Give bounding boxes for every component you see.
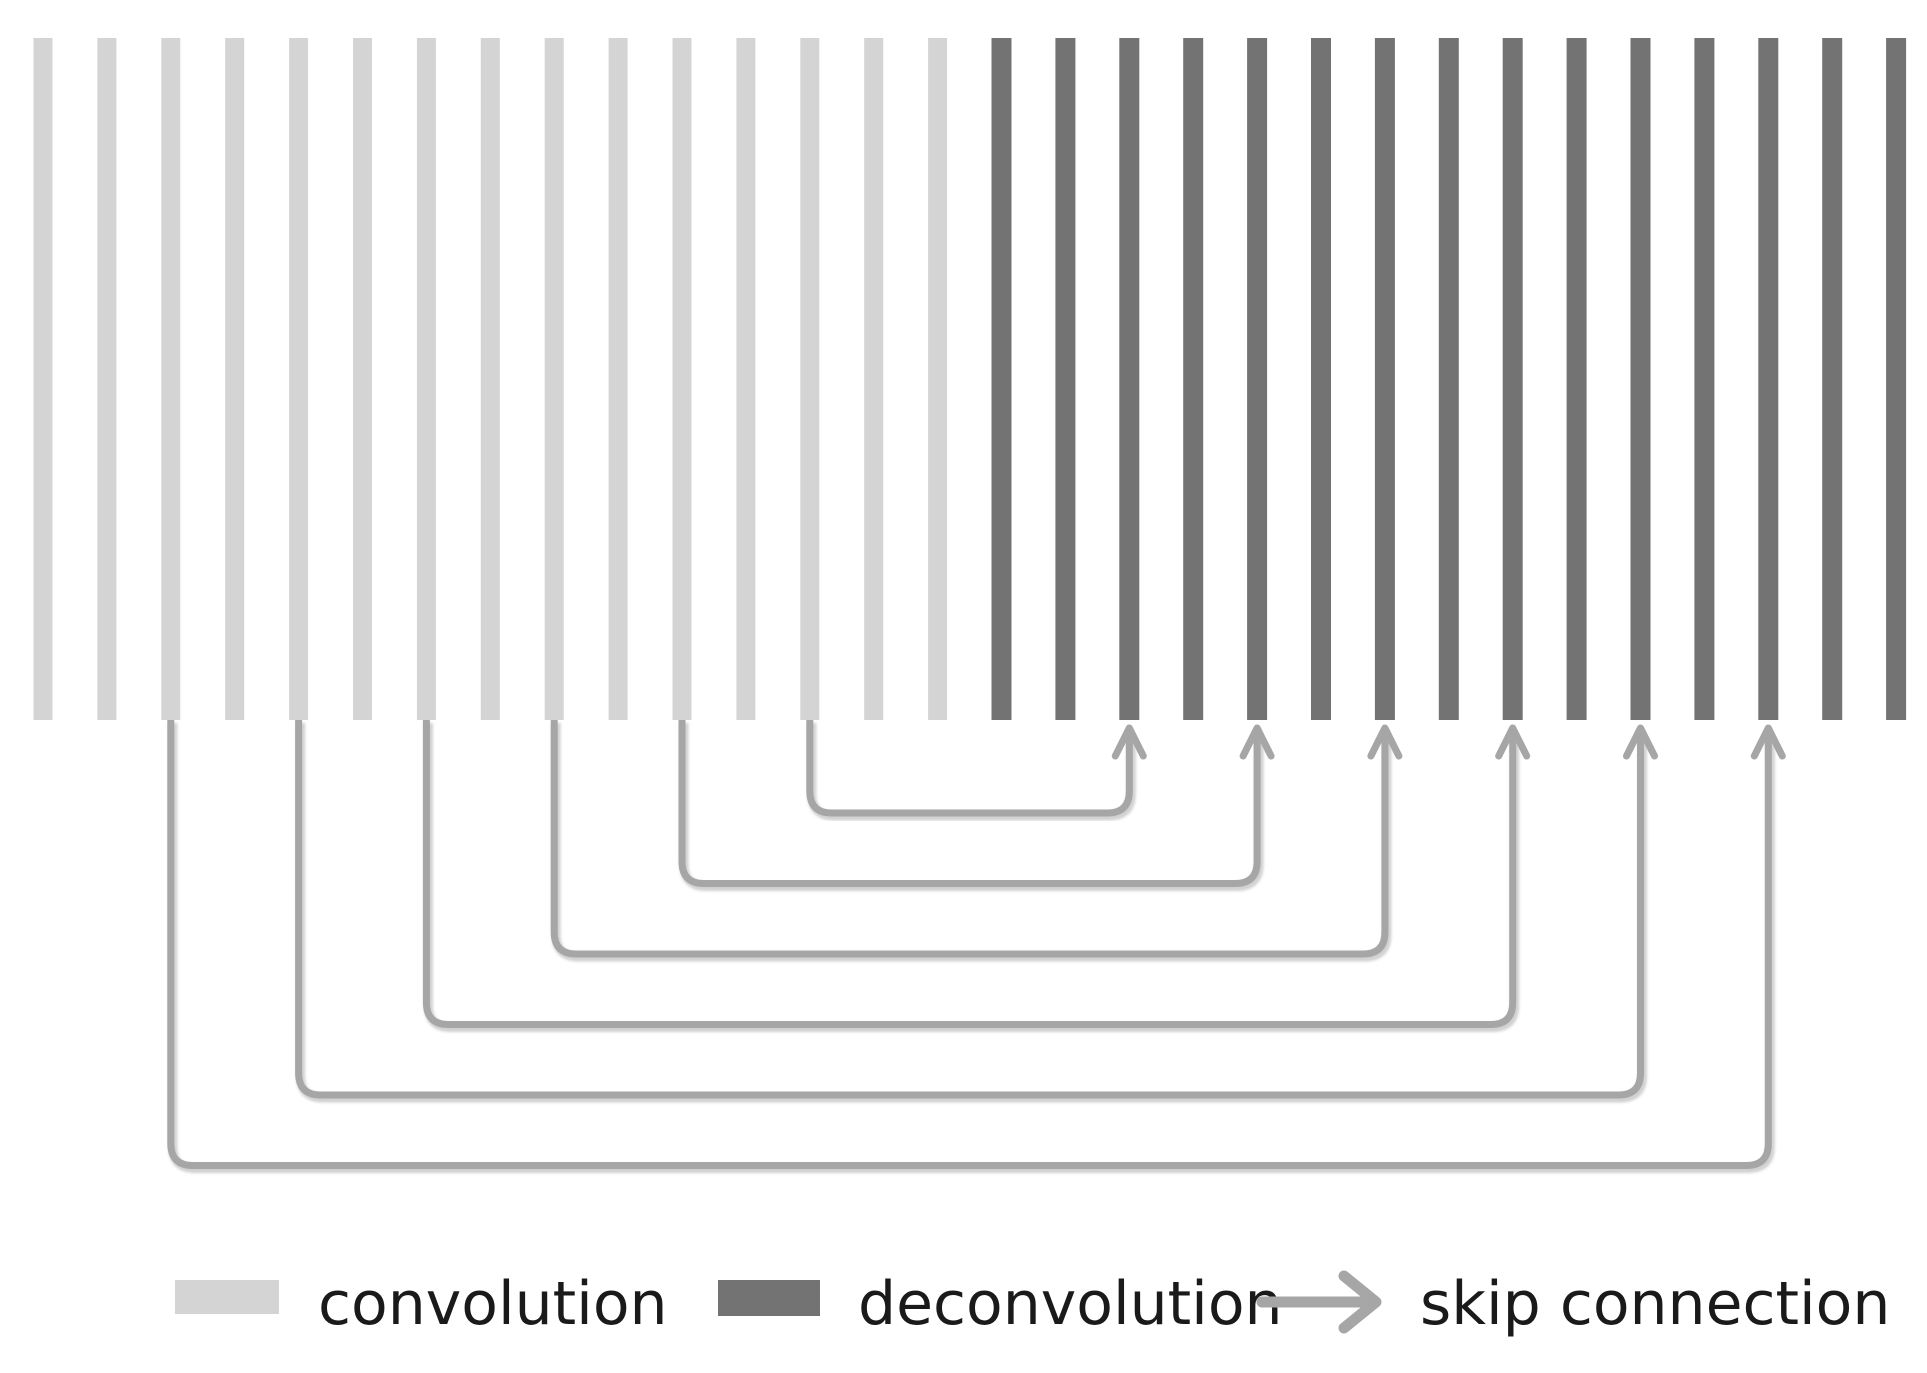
skip-connection-shadow — [423, 723, 1520, 1032]
skip-connection-shadow — [807, 723, 1136, 821]
deconvolution-layer-10 — [1566, 38, 1587, 720]
legend-skip-connection-label: skip connection — [1420, 1269, 1890, 1339]
convolution-layer-2 — [97, 38, 117, 720]
deconvolution-layer-3 — [1119, 38, 1140, 720]
arrowhead-icon — [1239, 724, 1275, 760]
layer-bars — [33, 38, 1907, 720]
arrowhead-icon — [1367, 724, 1403, 760]
deconvolution-layer-2 — [1055, 38, 1076, 720]
deconvolution-layer-12 — [1694, 38, 1715, 720]
skip-connection-arrow-4 — [422, 720, 1531, 1032]
skip-connections — [167, 720, 1786, 1173]
skip-connection-arrow-6 — [167, 720, 1786, 1173]
convolution-layer-6 — [353, 38, 372, 720]
convolution-layer-10 — [608, 38, 628, 720]
skip-connection-line — [678, 720, 1261, 887]
legend-deconvolution-swatch — [718, 1280, 820, 1316]
deconvolution-layer-13 — [1758, 38, 1779, 720]
arrowhead-icon — [1623, 724, 1658, 760]
legend-deconvolution-label: deconvolution — [858, 1269, 1283, 1339]
deconvolution-layer-7 — [1374, 38, 1395, 720]
skip-connection-line — [295, 720, 1644, 1099]
legend: convolution deconvolution skip connectio… — [175, 1269, 1890, 1339]
legend-skip-arrow-icon — [1256, 1270, 1382, 1334]
convolution-layer-11 — [672, 38, 692, 720]
deconvolution-layer-6 — [1311, 38, 1331, 720]
skip-connection-arrow-5 — [295, 720, 1658, 1103]
arrowhead-icon — [1495, 724, 1531, 760]
deconvolution-layer-4 — [1183, 38, 1204, 720]
skip-connection-shadow — [296, 723, 1647, 1103]
deconvolution-layer-14 — [1822, 38, 1843, 720]
convolution-layer-13 — [800, 38, 820, 720]
convolution-layer-4 — [225, 38, 245, 720]
skip-connection-line — [550, 720, 1389, 958]
convolution-layer-14 — [864, 38, 884, 720]
legend-convolution-label: convolution — [318, 1269, 668, 1339]
skip-connection-line — [806, 720, 1133, 817]
convolution-layer-8 — [480, 38, 500, 720]
skip-connection-shadow — [679, 723, 1264, 891]
arrowhead-icon — [1111, 724, 1147, 760]
convolution-layer-1 — [33, 38, 53, 720]
deconvolution-layer-5 — [1247, 38, 1268, 720]
convolution-layer-5 — [289, 38, 309, 720]
deconvolution-layer-9 — [1502, 38, 1523, 720]
skip-connection-arrow-1 — [806, 720, 1147, 821]
deconvolution-layer-8 — [1438, 38, 1459, 720]
legend-convolution-swatch — [175, 1280, 279, 1314]
convolution-layer-7 — [416, 38, 436, 720]
convolution-layer-9 — [544, 38, 564, 720]
skip-connection-line — [167, 720, 1772, 1169]
skip-connection-arrow-2 — [678, 720, 1275, 891]
deconvolution-layer-1 — [991, 38, 1012, 720]
skip-connection-line — [422, 720, 1517, 1028]
convolution-layer-12 — [736, 38, 756, 720]
convolution-layer-3 — [161, 38, 181, 720]
convolution-layer-15 — [928, 38, 948, 720]
deconvolution-layer-15 — [1886, 38, 1907, 720]
deconvolution-layer-11 — [1630, 38, 1651, 720]
arrowhead-icon — [1750, 724, 1786, 760]
skip-connection-arrow-3 — [550, 720, 1403, 962]
